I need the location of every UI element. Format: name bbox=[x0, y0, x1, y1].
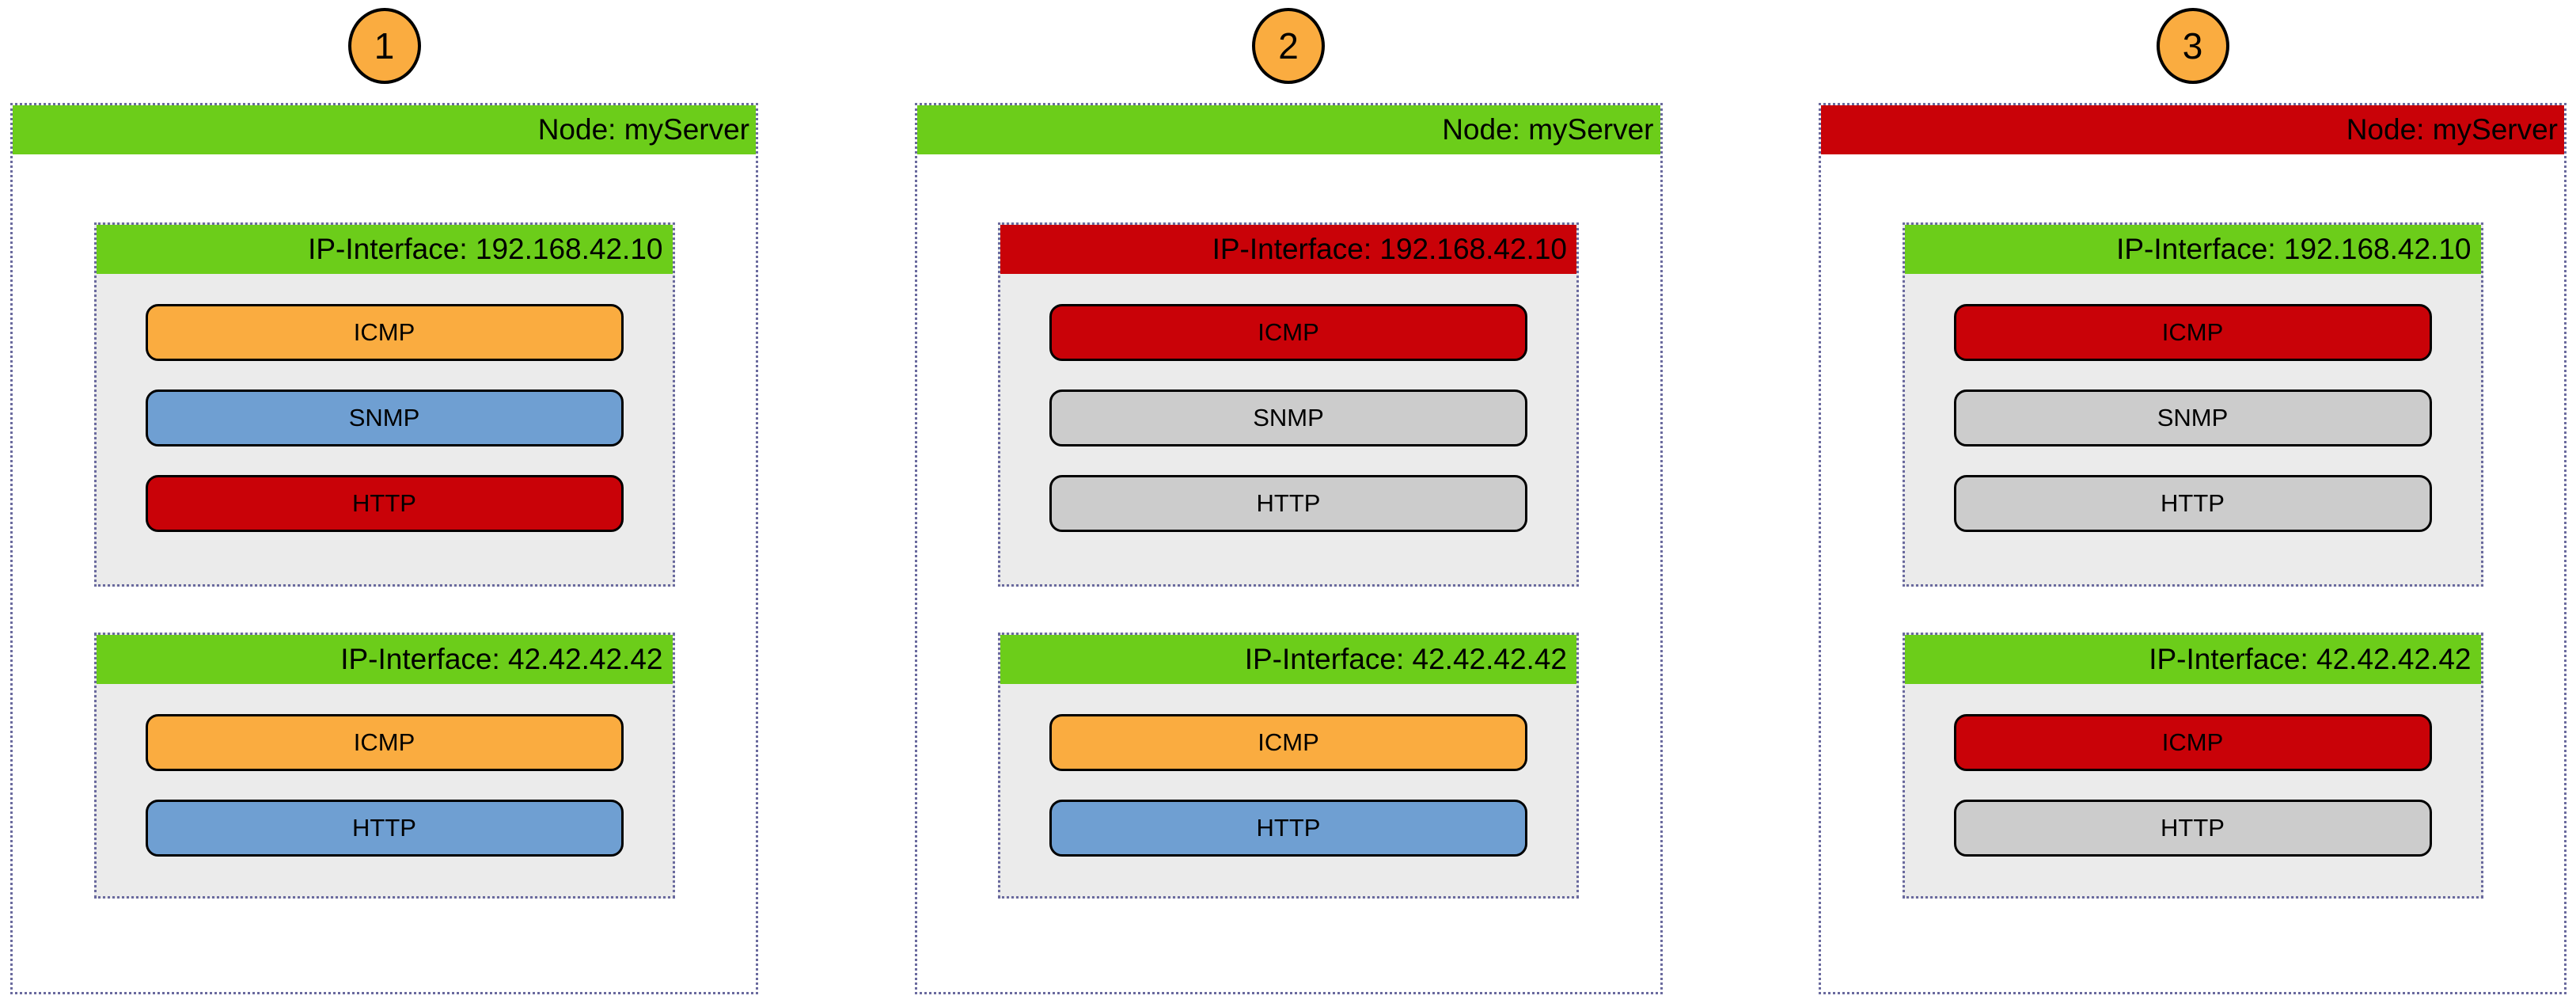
protocol-list: ICMP SNMP HTTP bbox=[1905, 274, 2481, 584]
step-badge: 2 bbox=[1252, 8, 1325, 84]
ip-interface-box: IP-Interface: 42.42.42.42 ICMP HTTP bbox=[998, 633, 1579, 899]
protocol-http: HTTP bbox=[1049, 800, 1527, 857]
ip-interface-header: IP-Interface: 192.168.42.10 bbox=[1000, 225, 1576, 274]
ip-interface-header: IP-Interface: 192.168.42.10 bbox=[1904, 225, 2481, 274]
ip-interface-header: IP-Interface: 192.168.42.10 bbox=[96, 225, 673, 274]
node-header: Node: myServer bbox=[916, 105, 1660, 154]
protocol-http: HTTP bbox=[145, 475, 624, 532]
protocol-icmp: ICMP bbox=[145, 304, 624, 361]
protocol-list: ICMP HTTP bbox=[97, 684, 673, 896]
scenario-panel-2: 2 Node: myServer IP-Interface: 192.168.4… bbox=[914, 8, 1663, 1007]
protocol-http: HTTP bbox=[1049, 475, 1527, 532]
protocol-icmp: ICMP bbox=[1953, 714, 2432, 771]
protocol-list: ICMP HTTP bbox=[1000, 684, 1576, 896]
node-header: Node: myServer bbox=[1821, 105, 2564, 154]
protocol-icmp: ICMP bbox=[145, 714, 624, 771]
ip-interface-box: IP-Interface: 42.42.42.42 ICMP HTTP bbox=[93, 633, 675, 899]
ip-interface-header: IP-Interface: 42.42.42.42 bbox=[96, 635, 673, 684]
ip-interface-box: IP-Interface: 42.42.42.42 ICMP HTTP bbox=[1902, 633, 2483, 899]
ip-interface-box: IP-Interface: 192.168.42.10 ICMP SNMP HT… bbox=[1902, 222, 2483, 587]
ip-interface-header: IP-Interface: 42.42.42.42 bbox=[1000, 635, 1576, 684]
step-badge: 3 bbox=[2156, 8, 2229, 84]
ip-interface-box: IP-Interface: 192.168.42.10 ICMP SNMP HT… bbox=[998, 222, 1579, 587]
protocol-list: ICMP SNMP HTTP bbox=[1000, 274, 1576, 584]
protocol-icmp: ICMP bbox=[1049, 304, 1527, 361]
protocol-http: HTTP bbox=[145, 800, 624, 857]
scenario-panel-1: 1 Node: myServer IP-Interface: 192.168.4… bbox=[10, 8, 758, 1007]
scenario-panel-3: 3 Node: myServer IP-Interface: 192.168.4… bbox=[1819, 8, 2567, 1007]
protocol-list: ICMP SNMP HTTP bbox=[97, 274, 673, 584]
protocol-http: HTTP bbox=[1953, 800, 2432, 857]
protocol-snmp: SNMP bbox=[1049, 390, 1527, 446]
protocol-snmp: SNMP bbox=[1953, 390, 2432, 446]
node-box: Node: myServer IP-Interface: 192.168.42.… bbox=[914, 103, 1663, 994]
protocol-list: ICMP HTTP bbox=[1905, 684, 2481, 896]
node-box: Node: myServer IP-Interface: 192.168.42.… bbox=[10, 103, 758, 994]
step-badge: 1 bbox=[347, 8, 421, 84]
protocol-snmp: SNMP bbox=[145, 390, 624, 446]
node-box: Node: myServer IP-Interface: 192.168.42.… bbox=[1819, 103, 2567, 994]
protocol-http: HTTP bbox=[1953, 475, 2432, 532]
ip-interface-box: IP-Interface: 192.168.42.10 ICMP SNMP HT… bbox=[93, 222, 675, 587]
ip-interface-header: IP-Interface: 42.42.42.42 bbox=[1904, 635, 2481, 684]
node-header: Node: myServer bbox=[13, 105, 756, 154]
protocol-icmp: ICMP bbox=[1049, 714, 1527, 771]
protocol-icmp: ICMP bbox=[1953, 304, 2432, 361]
